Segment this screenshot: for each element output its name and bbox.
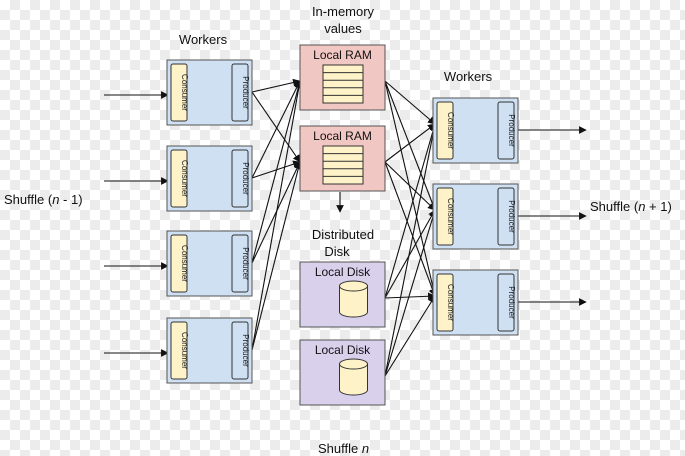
consumer-label: Consumer	[180, 74, 189, 111]
shuffle-output-prefix: Shuffle (	[590, 199, 639, 214]
consumer-strip	[170, 149, 188, 208]
edges-layer	[104, 78, 587, 377]
producer-strip	[231, 63, 249, 122]
producer-label: Producer	[241, 76, 250, 109]
storage-to-consumer-arrow	[384, 123, 437, 299]
storage-to-consumer-arrow	[384, 292, 436, 301]
producer-strip	[497, 101, 515, 160]
consumer-strip	[170, 321, 188, 380]
right-worker-3: Consumer Producer	[432, 269, 519, 336]
producer-strip	[497, 187, 515, 246]
producer-strip	[497, 273, 515, 332]
producer-strip	[231, 149, 249, 208]
producer-to-ram-arrow	[251, 91, 301, 163]
consumer-strip	[436, 101, 454, 160]
left-worker-4: Consumer Producer	[166, 317, 253, 384]
local-disk-1: Local Disk	[299, 261, 386, 328]
storage-to-consumer-arrow	[384, 80, 438, 297]
shuffle-output-label: Shuffle (n + 1)	[590, 199, 672, 214]
shuffle-output-suffix: + 1)	[645, 199, 671, 214]
right-worker-2: Consumer Producer	[432, 183, 519, 250]
producer-strip	[231, 234, 249, 293]
shuffle-output-var: n	[638, 199, 645, 214]
storage-to-consumer-arrow	[384, 209, 436, 299]
consumer-strip	[436, 187, 454, 246]
local-ram-2: Local RAM	[299, 125, 386, 192]
producer-label: Producer	[241, 334, 250, 367]
producer-to-ram-arrow	[251, 80, 303, 351]
database-cylinder-icon	[339, 280, 368, 318]
producer-to-ram-arrow	[251, 161, 303, 351]
shuffle-input-suffix: - 1)	[59, 192, 82, 207]
workers-left-label: Workers	[179, 32, 228, 47]
distributed-label-line2: Disk	[324, 244, 350, 259]
left-worker-1: Consumer Producer	[166, 59, 253, 126]
storage-to-consumer-arrow	[384, 80, 436, 125]
consumer-strip	[170, 63, 188, 122]
storage-to-consumer-arrow	[384, 295, 436, 377]
consumer-label: Consumer	[446, 198, 455, 235]
ram-label: Local RAM	[313, 129, 372, 143]
consumer-label: Consumer	[180, 245, 189, 282]
storage-to-consumer-arrow	[384, 161, 436, 211]
local-disk-2: Local Disk	[299, 339, 386, 406]
producer-label: Producer	[241, 247, 250, 280]
shuffle-input-label: Shuffle (n - 1)	[4, 192, 83, 207]
consumer-label: Consumer	[446, 284, 455, 321]
ram-group: Local RAM Local RAM	[299, 44, 386, 192]
shuffle-input-prefix: Shuffle (	[4, 192, 53, 207]
ram-label: Local RAM	[313, 48, 372, 62]
shuffle-current-label: Shuffle n	[318, 441, 369, 456]
workers-right-label: Workers	[444, 69, 493, 84]
producer-strip	[231, 321, 249, 380]
memory-table-icon	[322, 64, 364, 104]
storage-to-consumer-arrow	[384, 123, 436, 163]
producer-label: Producer	[241, 162, 250, 195]
distributed-label-line1: Distributed	[312, 227, 374, 242]
storage-to-consumer-arrow	[384, 161, 437, 297]
shuffle-input-var: n	[52, 192, 59, 207]
database-cylinder-icon	[339, 358, 368, 396]
local-ram-1: Local RAM	[299, 44, 386, 111]
producer-to-ram-arrow	[251, 78, 301, 93]
memory-table-icon	[322, 145, 364, 185]
disk-label: Local Disk	[315, 343, 371, 357]
consumer-label: Consumer	[446, 112, 455, 149]
producer-label: Producer	[507, 114, 516, 147]
storage-to-consumer-arrow	[384, 123, 438, 377]
disk-label: Local Disk	[315, 265, 371, 279]
producer-label: Producer	[507, 200, 516, 233]
consumer-strip	[170, 234, 188, 293]
storage-to-consumer-arrow	[384, 80, 437, 211]
shuffle-current-var: n	[362, 441, 369, 456]
in-memory-label-line2: values	[324, 21, 362, 36]
producer-to-ram-arrow	[251, 80, 301, 179]
consumer-strip	[436, 273, 454, 332]
producer-label: Producer	[507, 286, 516, 319]
shuffle-current-prefix: Shuffle	[318, 441, 362, 456]
consumer-label: Consumer	[180, 160, 189, 197]
left-worker-2: Consumer Producer	[166, 145, 253, 212]
right-worker-1: Consumer Producer	[432, 97, 519, 164]
consumer-label: Consumer	[180, 332, 189, 369]
left-worker-3: Consumer Producer	[166, 230, 253, 297]
storage-to-consumer-arrow	[384, 209, 437, 377]
producer-to-ram-arrow	[251, 80, 302, 264]
in-memory-label-line1: In-memory	[312, 4, 375, 19]
